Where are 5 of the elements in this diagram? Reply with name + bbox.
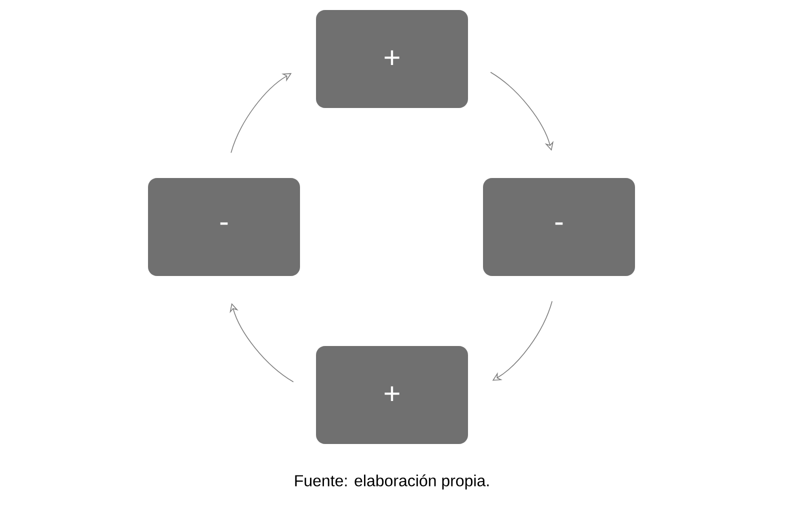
process-box: +: [316, 346, 468, 444]
caption: Fuente: elaboración propia.: [295, 474, 489, 490]
process-box: -: [483, 178, 635, 276]
process-box: +: [316, 10, 468, 108]
process-box: -: [148, 178, 300, 276]
